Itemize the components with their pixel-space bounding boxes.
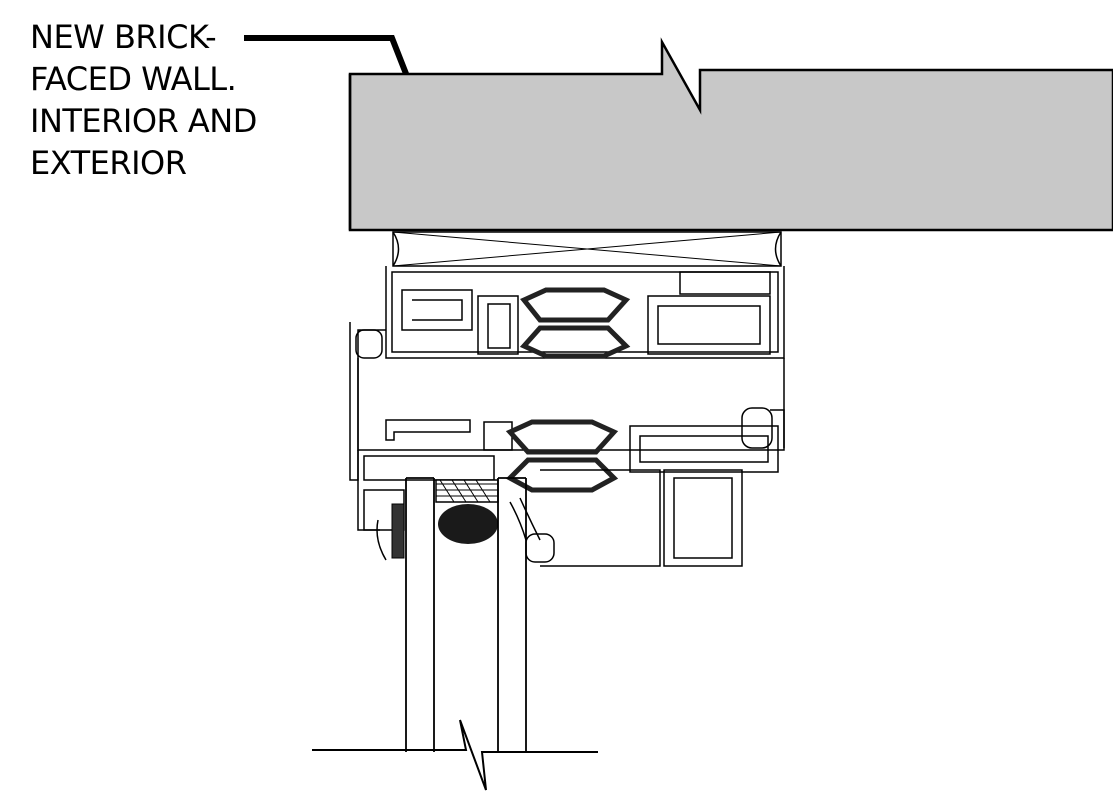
frame-extrusion-lower <box>357 450 743 567</box>
setting-block <box>435 479 499 544</box>
glazing-gasket <box>376 503 405 561</box>
callout-line-3: INTERIOR AND <box>30 102 257 140</box>
frame-extrusion-middle <box>357 358 785 473</box>
callout-line-4: EXTERIOR <box>30 144 187 182</box>
bottom-break-line <box>312 719 598 791</box>
frame-extrusion-upper <box>349 266 785 481</box>
thermal-break-upper <box>519 287 631 359</box>
callout-line-1: NEW BRICK- <box>30 18 217 56</box>
thermal-break-lower <box>505 419 619 493</box>
callout-label: NEW BRICK- FACED WALL. INTERIOR AND EXTE… <box>30 16 300 184</box>
callout-line-2: FACED WALL. <box>30 60 237 98</box>
shim-blocking <box>392 231 782 267</box>
brick-wall <box>348 37 1113 232</box>
glass-unit <box>405 477 527 752</box>
